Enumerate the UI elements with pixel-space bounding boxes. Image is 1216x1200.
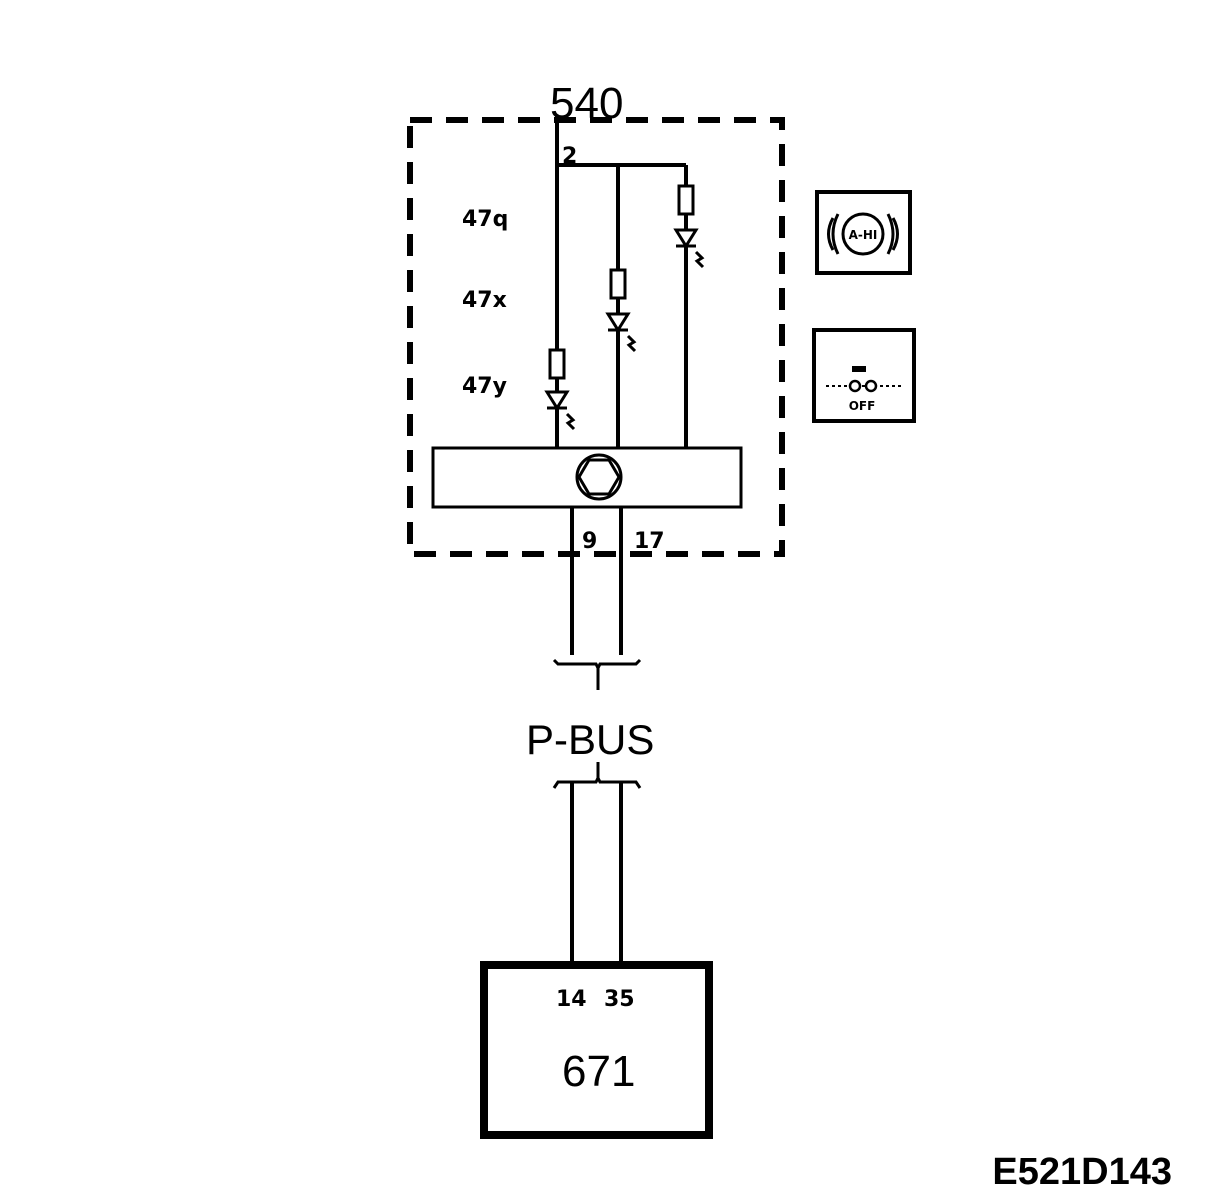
lamp-47y-label: 47y bbox=[462, 374, 507, 399]
brake-symbol-text: A-HI bbox=[849, 228, 878, 242]
pin-2-label: 2 bbox=[562, 144, 577, 169]
ecu-671-box bbox=[480, 961, 713, 1139]
led-47x-icon bbox=[605, 268, 637, 353]
pin-9-label: 9 bbox=[582, 529, 597, 554]
cruise-off-icon: OFF bbox=[812, 328, 916, 423]
ecu-pin-35-label: 35 bbox=[604, 987, 635, 1012]
brake-warning-icon: A-HI bbox=[815, 190, 912, 275]
led-47q-icon bbox=[673, 184, 705, 269]
lamp-47q-label: 47q bbox=[462, 207, 508, 232]
ecu-pin-14-label: 14 bbox=[556, 987, 587, 1012]
pin-17-label: 17 bbox=[634, 529, 665, 554]
bus-label: P-BUS bbox=[526, 716, 654, 763]
lamp-47x-label: 47x bbox=[462, 288, 507, 313]
figure-code: E521D143 bbox=[992, 1151, 1172, 1193]
hexagon-icon bbox=[575, 453, 623, 501]
module-540-label: 540 bbox=[550, 79, 623, 128]
module-540-boundary bbox=[407, 117, 785, 557]
bus-brace-top bbox=[552, 658, 642, 672]
led-47y-icon bbox=[544, 348, 576, 431]
bus-brace-bottom bbox=[552, 774, 642, 789]
ecu-671-label: 671 bbox=[562, 1047, 635, 1096]
cruise-symbol-text: OFF bbox=[849, 399, 876, 413]
